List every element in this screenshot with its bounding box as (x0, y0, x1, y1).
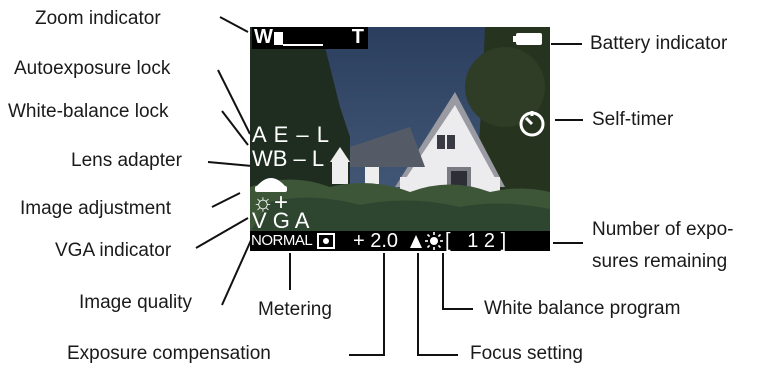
zoom-level-bar (274, 32, 283, 45)
zoom-track (283, 44, 323, 46)
label-exposure-compensation: Exposure compensation (67, 343, 271, 364)
metering-icon (317, 233, 335, 249)
scene-photo (250, 27, 550, 251)
sun-wb-icon (425, 232, 443, 250)
image-adjustment-indicator: ☼+ (252, 189, 289, 216)
label-battery-indicator: Battery indicator (590, 33, 728, 54)
image-quality-indicator: NORMAL (251, 232, 313, 249)
status-bar: NORMAL + 2.0 [ 1 2 ] (250, 230, 550, 251)
vga-indicator: V G A (252, 208, 310, 233)
label-white-balance-program: White balance program (484, 298, 681, 319)
ae-lock-indicator: A E – L (252, 122, 330, 147)
lens-adapter-icon (255, 178, 287, 192)
zoom-wide-label: W (254, 27, 273, 48)
label-autoexposure-lock: Autoexposure lock (14, 58, 171, 79)
label-zoom-indicator: Zoom indicator (35, 8, 161, 29)
label-white-balance-lock: White-balance lock (8, 101, 169, 122)
wb-lock-indicator: WB – L (252, 146, 325, 171)
self-timer-icon (519, 111, 545, 137)
label-lens-adapter: Lens adapter (71, 150, 182, 171)
label-exposures-remaining-1: Number of expo- (592, 219, 734, 240)
label-metering: Metering (258, 299, 332, 320)
label-vga-indicator: VGA indicator (55, 240, 172, 261)
lcd-screen: W T A E – L WB – L ☼+ V G A NORMAL + 2.0 (250, 27, 550, 251)
exposure-compensation-value: + 2.0 (353, 230, 399, 251)
battery-icon (513, 33, 542, 45)
label-image-quality: Image quality (79, 292, 193, 313)
label-image-adjustment: Image adjustment (20, 198, 172, 219)
exposures-remaining-count: [ 1 2 ] (445, 230, 507, 251)
zoom-tele-label: T (351, 27, 364, 48)
label-focus-setting: Focus setting (470, 343, 583, 364)
zoom-indicator: W T (252, 27, 368, 49)
label-exposures-remaining-2: sures remaining (592, 251, 728, 272)
label-self-timer: Self-timer (592, 109, 674, 130)
focus-setting-icon (410, 235, 422, 248)
